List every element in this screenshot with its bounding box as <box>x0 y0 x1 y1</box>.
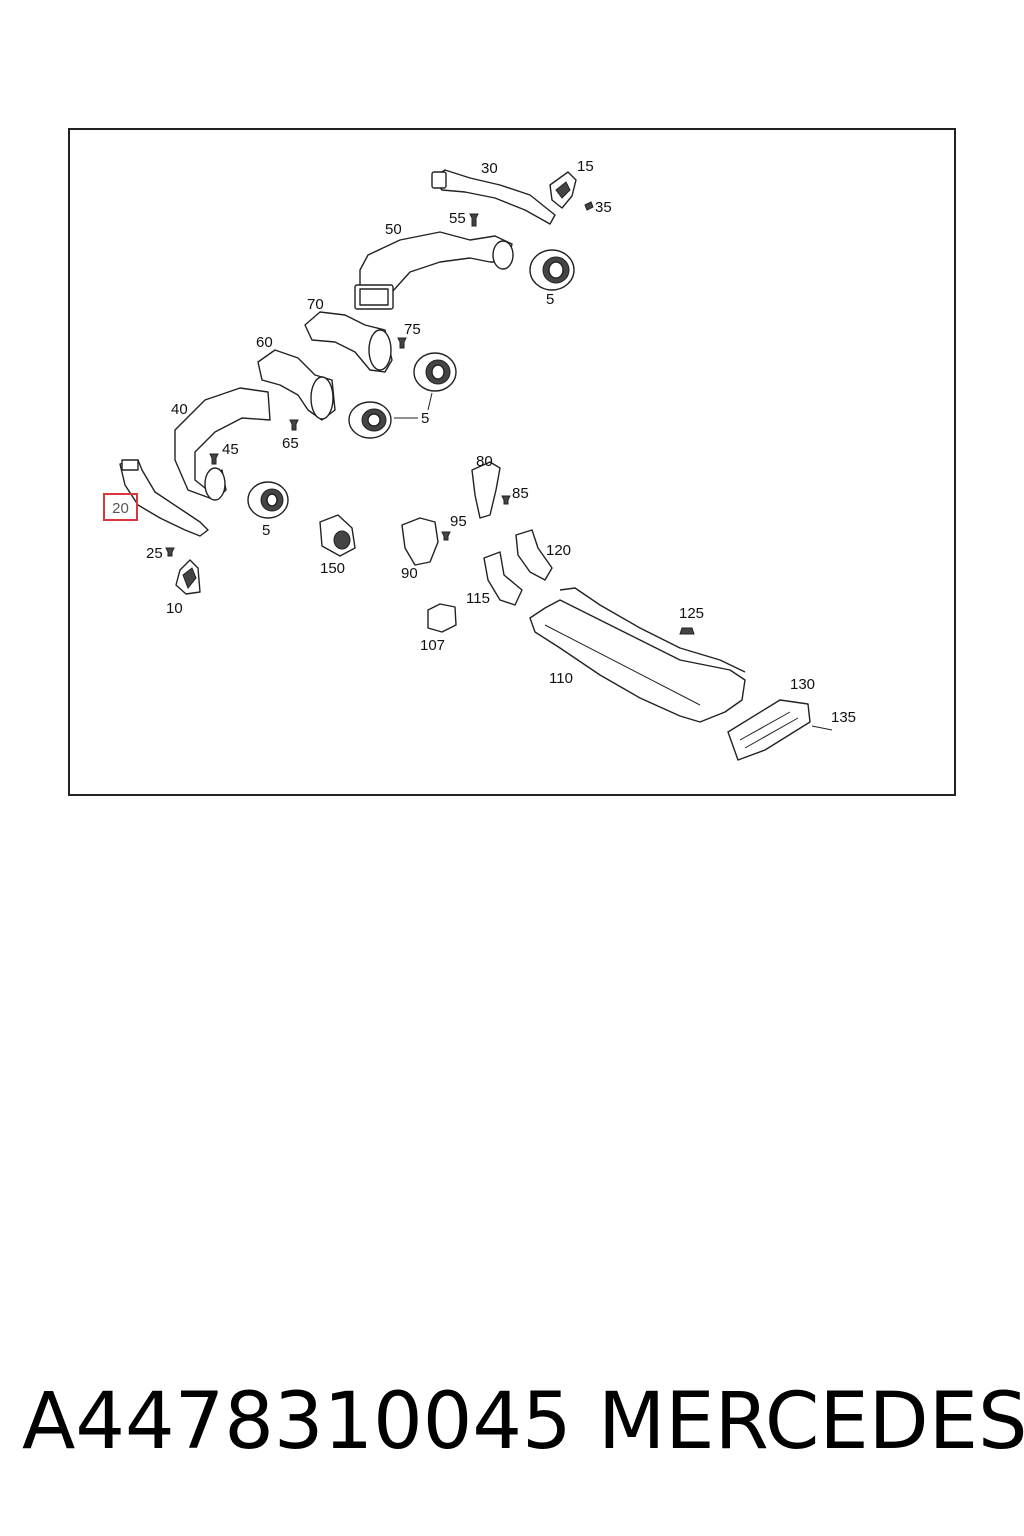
vent-5-lower[interactable] <box>348 401 392 439</box>
vent-5-upper[interactable] <box>529 249 575 291</box>
part-65-screw[interactable] <box>289 419 299 431</box>
callout-75: 75 <box>404 321 421 338</box>
part-55-screw[interactable] <box>469 213 479 227</box>
callout-55: 55 <box>449 210 466 227</box>
callout-40: 40 <box>171 401 188 418</box>
part-15-bracket[interactable] <box>549 171 577 209</box>
part-107-cap[interactable] <box>427 603 457 633</box>
callout-30: 30 <box>481 160 498 177</box>
part-35-screw[interactable] <box>584 201 594 211</box>
callout-10: 10 <box>166 600 183 617</box>
part-95-screw[interactable] <box>441 531 451 541</box>
vent-5-middle[interactable] <box>413 352 457 392</box>
callout-115: 115 <box>466 590 490 607</box>
callout-110: 110 <box>549 670 573 687</box>
part-85-screw[interactable] <box>501 495 511 505</box>
part-20-bracket[interactable] <box>119 459 209 537</box>
part-80-duct[interactable] <box>471 461 501 519</box>
callout-65: 65 <box>282 435 299 452</box>
part-50-duct[interactable] <box>354 231 514 310</box>
part-125-nut[interactable] <box>679 627 695 635</box>
part-25-clip[interactable] <box>165 547 175 557</box>
highlighted-callout-label: 20 <box>112 499 129 517</box>
part-60-duct[interactable] <box>257 349 336 421</box>
callout-150: 150 <box>320 560 345 577</box>
callout-5c: 5 <box>262 522 270 539</box>
part-90-duct[interactable] <box>401 517 439 566</box>
part-75-screw[interactable] <box>397 337 407 349</box>
callout-70: 70 <box>307 296 324 313</box>
part-40-duct[interactable] <box>174 387 271 501</box>
part-115-duct[interactable] <box>483 551 523 606</box>
brand-name: MERCEDES <box>598 1377 1024 1467</box>
callout-45: 45 <box>222 441 239 458</box>
part-120-duct[interactable] <box>515 529 553 581</box>
part-10-bracket[interactable] <box>175 559 201 595</box>
callout-130: 130 <box>790 676 815 693</box>
part-45-screw[interactable] <box>209 453 219 465</box>
callout-15: 15 <box>577 158 594 175</box>
callout-60: 60 <box>256 334 273 351</box>
callout-5b: 5 <box>421 410 429 427</box>
vent-5-bottom[interactable] <box>247 481 289 519</box>
callout-85: 85 <box>512 485 529 502</box>
callout-107: 107 <box>420 637 445 654</box>
callout-25: 25 <box>146 545 163 562</box>
part-130-grille[interactable] <box>727 699 811 761</box>
part-70-duct[interactable] <box>304 311 393 373</box>
footer: A4478310045 MERCEDES <box>22 1372 1024 1472</box>
callout-90: 90 <box>401 565 418 582</box>
callout-5a: 5 <box>546 291 554 308</box>
part-110-center-duct[interactable] <box>529 587 746 723</box>
callout-50: 50 <box>385 221 402 238</box>
callout-125: 125 <box>679 605 704 622</box>
callout-95: 95 <box>450 513 467 530</box>
part-135-screw[interactable] <box>811 725 833 731</box>
part-number: A4478310045 <box>22 1377 572 1467</box>
callout-35: 35 <box>595 199 612 216</box>
part-30-duct[interactable] <box>431 169 556 225</box>
part-150-sensor[interactable] <box>319 514 356 557</box>
highlighted-callout-20[interactable]: 20 <box>103 493 138 521</box>
parts-diagram: 30 15 35 55 50 5 70 75 60 5 40 65 45 5 8… <box>119 158 856 761</box>
callout-135: 135 <box>831 709 856 726</box>
callout-80: 80 <box>476 453 493 470</box>
callout-120: 120 <box>546 542 571 559</box>
